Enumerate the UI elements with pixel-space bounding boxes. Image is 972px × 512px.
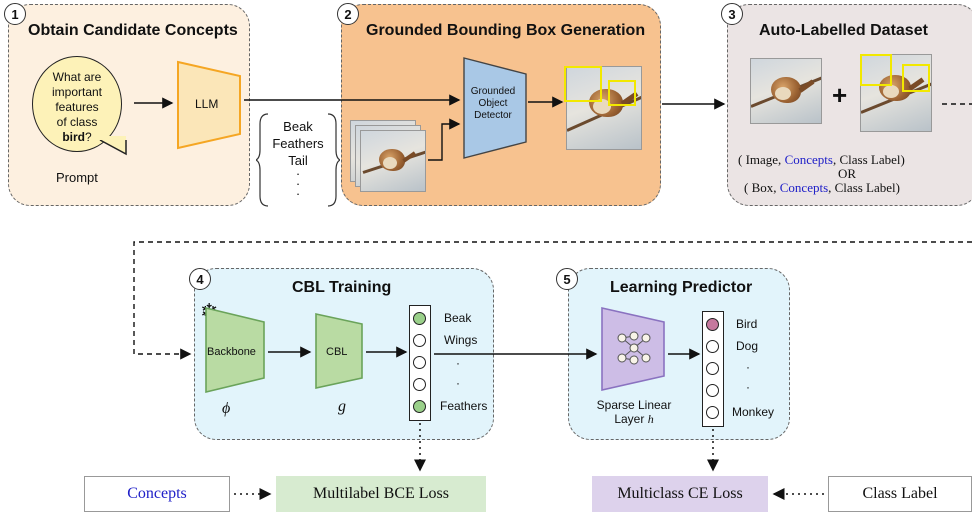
- concept-list-item: ·: [295, 186, 301, 201]
- concept-cell: [413, 334, 426, 347]
- panel-title-2: Grounded Bounding Box Generation: [366, 22, 646, 39]
- dataset-bbox-bird: [860, 54, 892, 86]
- sparse-linear-layer-block: [601, 306, 665, 392]
- panel-title-5: Learning Predictor: [610, 279, 753, 296]
- dataset-line-image: ( Image, Concepts, Class Label): [738, 152, 905, 168]
- concept-label-ellipsis: ·: [456, 356, 460, 370]
- concept-list-brace: [256, 113, 340, 207]
- prompt-line-5: bird?: [36, 130, 118, 145]
- dataset-bbox-part: [902, 64, 930, 92]
- concept-list-item: ·: [295, 176, 301, 191]
- speech-bubble-tail: [98, 136, 127, 156]
- concept-label-wings: Wings: [444, 333, 478, 347]
- backbone-symbol: ϕ: [222, 400, 231, 417]
- layer-label-line-2: Layer h: [584, 412, 684, 426]
- sparse-linear-layer-label: Sparse Linear Layer h: [584, 398, 684, 426]
- detected-bird-image: [566, 66, 642, 150]
- detector-label-line: Object: [478, 98, 508, 109]
- class-label-bird: Bird: [736, 317, 758, 331]
- backbone-label: Backbone: [207, 346, 256, 358]
- dataset-line1-close: , Class Label): [832, 152, 905, 167]
- llm-block: [177, 60, 241, 150]
- class-cell: [706, 362, 719, 375]
- detector-label: Grounded Object Detector: [462, 86, 524, 122]
- class-label-box: Class Label: [828, 476, 972, 512]
- grounded-object-detector: [463, 57, 527, 159]
- concept-vector: [409, 305, 431, 421]
- prompt-line-4: of class: [56, 115, 98, 129]
- multiclass-ce-loss-box: Multiclass CE Loss: [592, 476, 768, 512]
- dataset-line1-concepts: Concepts: [784, 152, 833, 167]
- ce-loss-label: Multiclass CE Loss: [617, 485, 743, 502]
- bce-loss-label: Multilabel BCE Loss: [313, 485, 449, 502]
- class-label-box-label: Class Label: [862, 485, 938, 502]
- detector-label-line: Grounded: [470, 86, 516, 97]
- layer-label-word: Layer: [614, 412, 645, 426]
- concept-cell: [413, 378, 426, 391]
- dataset-line2-open: ( Box,: [744, 180, 780, 195]
- concept-list-item: Beak: [283, 119, 313, 134]
- concept-label-feathers: Feathers: [440, 399, 488, 413]
- concept-list-item: Tail: [288, 153, 308, 168]
- class-label-ellipsis: ·: [746, 380, 750, 394]
- bbox-bird: [564, 66, 602, 102]
- class-label-dog: Dog: [736, 339, 759, 353]
- class-cell: [706, 384, 719, 397]
- dataset-line2-concepts: Concepts: [779, 180, 829, 195]
- step-number-2: 2: [337, 3, 359, 25]
- class-vector: [702, 311, 724, 427]
- dataset-line2-close: , Class Label): [828, 180, 900, 195]
- neural-network-icon: [617, 331, 651, 365]
- step-number-3: 3: [721, 3, 743, 25]
- panel-title-1: Obtain Candidate Concepts: [28, 22, 238, 39]
- layer-label-line-1: Sparse Linear: [596, 398, 672, 412]
- dataset-boxed-image: [860, 54, 932, 132]
- cbl-block: [315, 313, 363, 389]
- concept-list: Beak Feathers Tail · · ·: [264, 118, 332, 201]
- cbl-symbol: g: [338, 398, 346, 415]
- concept-list-item: ·: [295, 166, 301, 181]
- backbone-block: [205, 306, 265, 394]
- class-label-ellipsis: ·: [746, 360, 750, 374]
- dataset-image: [750, 58, 822, 124]
- multilabel-bce-loss-box: Multilabel BCE Loss: [276, 476, 486, 512]
- concepts-box: Concepts: [84, 476, 230, 512]
- detector-label-line: Detector: [474, 110, 512, 121]
- llm-label: LLM: [195, 97, 219, 111]
- cbl-label: CBL: [326, 346, 348, 358]
- prompt-line-1: What are: [52, 70, 102, 84]
- plus-sign: +: [832, 80, 848, 110]
- concept-cell-active: [413, 312, 426, 325]
- concept-label-ellipsis: ·: [456, 376, 460, 390]
- dataset-line1-open: ( Image,: [738, 152, 785, 167]
- layer-symbol: h: [647, 412, 654, 426]
- dataset-line-box: ( Box, Concepts, Class Label): [744, 180, 900, 196]
- concept-list-item: Feathers: [272, 136, 324, 151]
- input-bird-image: [360, 130, 426, 192]
- concept-cell: [413, 356, 426, 369]
- prompt-class-word: bird: [62, 130, 85, 144]
- class-cell-active: [706, 318, 719, 331]
- step-number-4: 4: [189, 268, 211, 290]
- class-label-monkey: Monkey: [732, 405, 775, 419]
- prompt-line-2: important: [51, 85, 103, 99]
- concepts-box-label: Concepts: [127, 485, 187, 502]
- panel-title-3: Auto-Labelled Dataset: [759, 22, 928, 39]
- step-number-1: 1: [4, 3, 26, 25]
- prompt-label: Prompt: [56, 170, 98, 185]
- dataset-or: OR: [838, 166, 857, 181]
- concept-cell-active: [413, 400, 426, 413]
- bbox-part: [608, 80, 636, 106]
- step-number-5: 5: [556, 268, 578, 290]
- class-cell: [706, 340, 719, 353]
- concept-label-beak: Beak: [444, 311, 472, 325]
- class-cell: [706, 406, 719, 419]
- prompt-text: What are important features of class bir…: [36, 70, 118, 145]
- prompt-line-3: features: [55, 100, 99, 114]
- prompt-qmark: ?: [84, 130, 92, 144]
- panel-title-4: CBL Training: [292, 279, 392, 296]
